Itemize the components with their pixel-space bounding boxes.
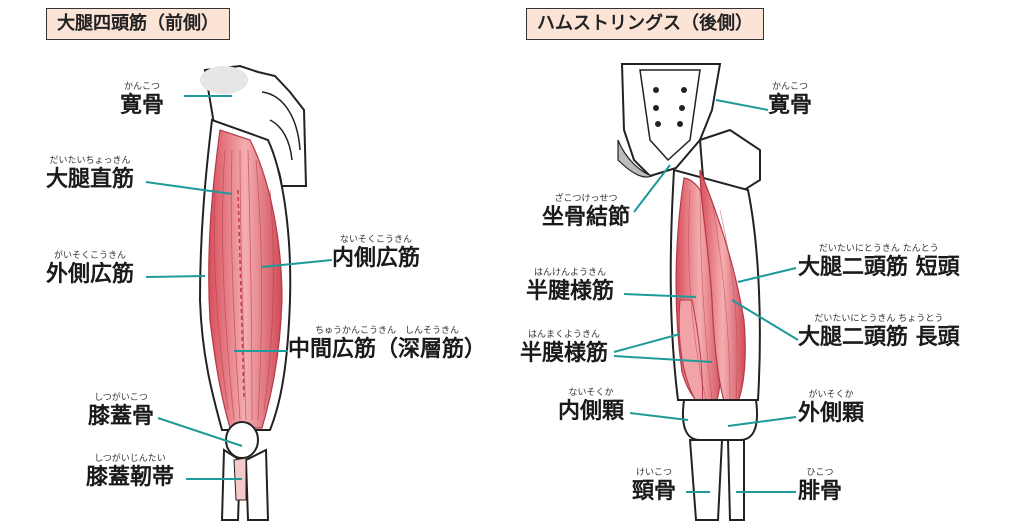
label-biceps-long: だいたいにとうきん ちょうとう 大腿二頭筋 長頭 bbox=[798, 314, 960, 350]
label-fibula: ひこつ 腓骨 bbox=[798, 468, 843, 504]
front-figure bbox=[198, 64, 308, 521]
label-tibia: けいこつ 頸骨 bbox=[632, 468, 677, 504]
quadriceps-muscle bbox=[208, 129, 283, 429]
front-panel-title: 大腿四頭筋（前側） bbox=[46, 8, 230, 40]
label-lateral-condyle: がいそくか 外側顆 bbox=[798, 390, 865, 426]
back-panel-title: ハムストリングス（後側） bbox=[526, 8, 764, 40]
label-semimembranosus: はんまくようきん 半膜様筋 bbox=[520, 330, 609, 366]
label-patella: しつがいこつ 膝蓋骨 bbox=[88, 393, 155, 429]
label-biceps-short: だいたいにとうきん たんとう 大腿二頭筋 短頭 bbox=[798, 244, 960, 280]
back-fibula bbox=[726, 439, 745, 521]
back-tibia bbox=[688, 439, 724, 521]
label-semitendinosus: はんけんようきん 半腱様筋 bbox=[526, 268, 615, 304]
label-vastus-medialis: ないそくこうきん 内側広筋 bbox=[332, 235, 421, 271]
back-knee bbox=[682, 399, 758, 441]
label-sacrotuberous: ざこつけっせつ 坐骨結節 bbox=[542, 194, 631, 230]
front-patella bbox=[225, 421, 259, 459]
label-medial-condyle: ないそくか 内側顆 bbox=[558, 388, 625, 424]
back-pelvis bbox=[620, 63, 722, 178]
back-figure bbox=[617, 63, 761, 521]
label-front-iliac: かんこつ 寛骨 bbox=[120, 82, 165, 118]
label-back-iliac: かんこつ 寛骨 bbox=[768, 82, 813, 118]
label-patellar-ligament: しつがいじんたい 膝蓋靭帯 bbox=[86, 454, 175, 490]
label-rectus-femoris: だいたいちょっきん 大腿直筋 bbox=[46, 156, 135, 192]
label-vastus-lateralis: がいそくこうきん 外側広筋 bbox=[46, 251, 135, 287]
label-vastus-intermedius: ちゅうかんこうきん しんそうきん 中間広筋（深層筋） bbox=[288, 326, 487, 362]
leader-lines bbox=[145, 95, 799, 493]
